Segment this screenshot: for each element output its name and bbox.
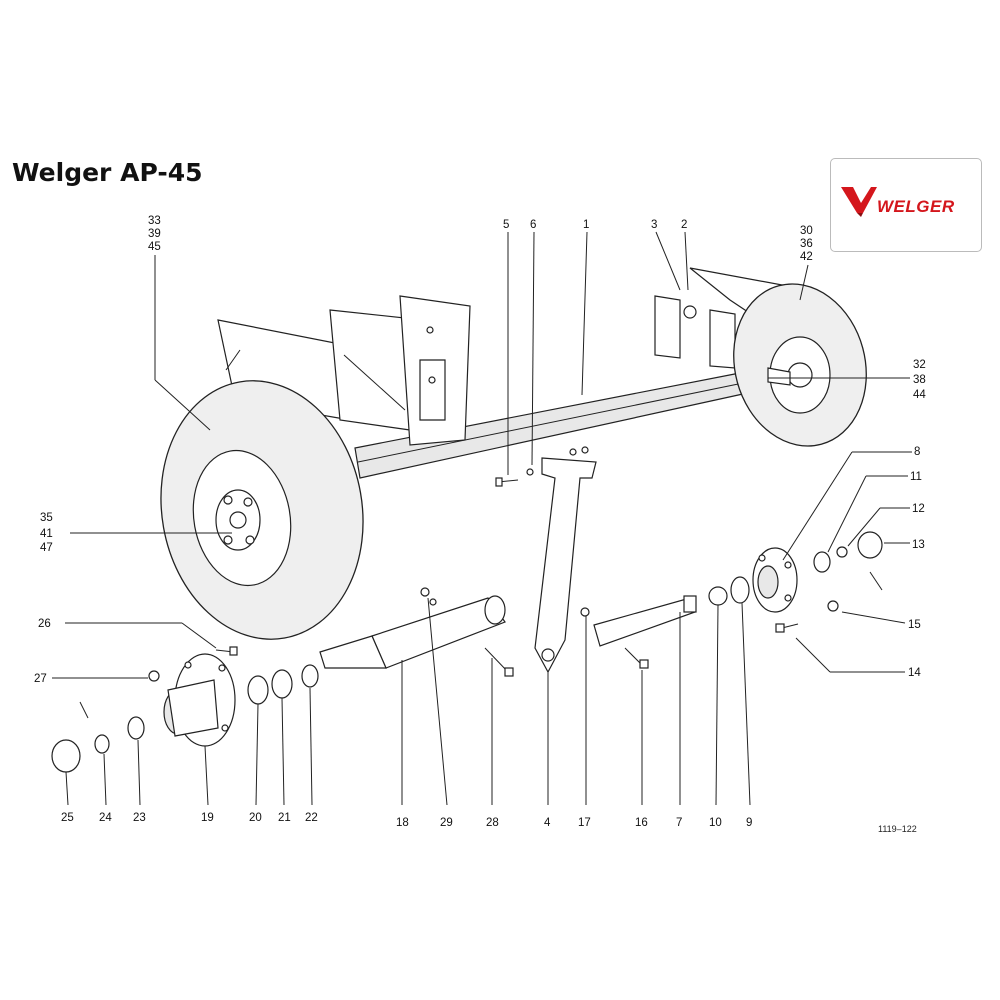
bearing-11 (813, 551, 831, 573)
bearing-20 (247, 675, 269, 705)
label-4: 4 (544, 817, 551, 829)
label-44: 44 (913, 389, 926, 401)
label-15: 15 (908, 619, 921, 631)
labels-right-wheel-hub: 32 38 44 (913, 359, 926, 401)
label-39: 39 (148, 228, 161, 240)
labels-bottom-row: 25 24 23 19 20 21 22 18 29 28 4 17 16 7 … (61, 812, 752, 829)
left-tire (160, 380, 364, 640)
label-11: 11 (910, 471, 922, 483)
leader-lines (52, 231, 912, 806)
label-38: 38 (913, 374, 926, 386)
label-21: 21 (278, 812, 291, 824)
label-19: 19 (201, 812, 214, 824)
page-title: Welger AP-45 (12, 158, 203, 187)
hub-cap-25 (51, 739, 81, 773)
nut-24 (94, 734, 110, 754)
label-7: 7 (676, 817, 682, 829)
label-29: 29 (440, 817, 453, 829)
stub-axle-18 (319, 595, 506, 669)
label-20: 20 (249, 812, 262, 824)
label-25: 25 (61, 812, 74, 824)
label-2: 2 (681, 219, 687, 231)
nut-12 (836, 546, 848, 558)
cotter-pin-left (79, 701, 89, 719)
label-3: 3 (651, 219, 657, 231)
bearing-23 (127, 716, 145, 740)
welger-logo: WELGER (830, 158, 982, 252)
label-5: 5 (503, 219, 509, 231)
label-35: 35 (40, 512, 53, 524)
labels-left-wheel-top: 33 39 45 (148, 215, 161, 253)
hub-cap-13 (857, 531, 883, 559)
nut-29a (420, 587, 430, 597)
radius-arm-4 (534, 446, 597, 674)
bolt-5 (495, 477, 519, 487)
nut-15 (827, 600, 839, 612)
label-45: 45 (148, 241, 161, 253)
hub-19 (163, 653, 236, 747)
drawing-code: 1119–122 (878, 824, 917, 834)
label-9: 9 (746, 817, 752, 829)
bolt-28 (484, 647, 514, 677)
nut-29b (429, 598, 437, 606)
label-18: 18 (396, 817, 409, 829)
bearing-9 (730, 576, 750, 604)
label-8: 8 (914, 446, 920, 458)
bolt-26 (215, 646, 238, 656)
labels-right-side: 8 11 12 13 15 14 (908, 446, 925, 679)
label-36: 36 (800, 238, 813, 250)
label-14: 14 (908, 667, 921, 679)
stub-axle-7 (593, 595, 697, 647)
bolt-14 (775, 623, 799, 633)
label-28: 28 (486, 817, 499, 829)
label-26: 26 (38, 618, 51, 630)
right-tire (733, 283, 867, 447)
label-22: 22 (305, 812, 318, 824)
ring-22 (301, 664, 319, 688)
cotter-pin (869, 571, 883, 591)
left-fender-brackets (217, 295, 471, 446)
label-27: 27 (34, 673, 47, 685)
labels-right-wheel-top: 30 36 42 (800, 225, 813, 263)
label-23: 23 (133, 812, 146, 824)
label-6: 6 (530, 219, 536, 231)
label-30: 30 (800, 225, 813, 237)
hub-8 (752, 547, 798, 613)
nut-6 (526, 468, 534, 476)
label-24: 24 (99, 812, 112, 824)
bolt-16 (624, 647, 649, 669)
nut-17 (580, 607, 590, 617)
logo-text: WELGER (877, 197, 955, 216)
label-41: 41 (40, 528, 53, 540)
label-13: 13 (912, 539, 925, 551)
labels-top-center: 5 6 1 3 2 (503, 219, 687, 231)
labels-left-side: 26 27 (34, 618, 51, 685)
welger-v-icon (841, 187, 877, 217)
label-42: 42 (800, 251, 813, 263)
label-16: 16 (635, 817, 648, 829)
labels-left-wheel-hub: 35 41 47 (40, 512, 53, 554)
label-32: 32 (913, 359, 926, 371)
label-12: 12 (912, 503, 925, 515)
label-17: 17 (578, 817, 591, 829)
seal-21 (271, 669, 293, 699)
nut-27 (148, 670, 160, 682)
label-47: 47 (40, 542, 53, 554)
label-33: 33 (148, 215, 161, 227)
label-10: 10 (709, 817, 722, 829)
label-1: 1 (583, 219, 589, 231)
washer-10 (708, 586, 728, 606)
